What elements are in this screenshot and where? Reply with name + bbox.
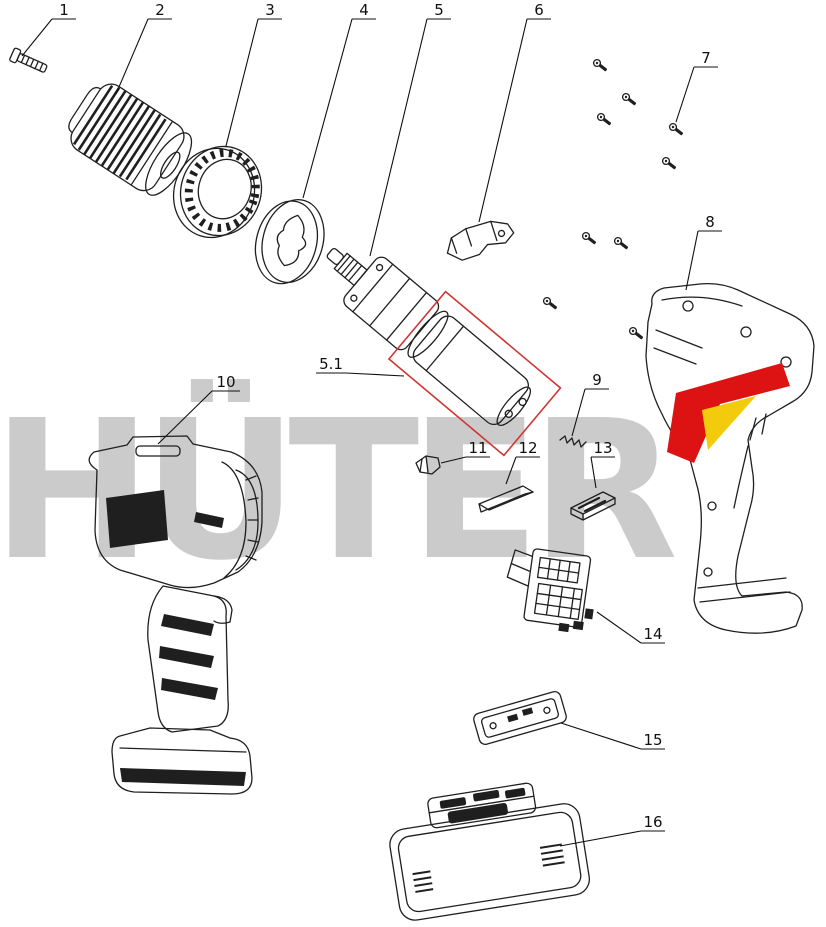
part-7-screws-drawing xyxy=(542,58,684,340)
part-15-cover-plate-drawing xyxy=(473,690,567,746)
logo-red-shape xyxy=(667,363,790,463)
part-labels: 1 2 3 4 5 6 7 8 9 10 5.1 11 12 13 14 15 … xyxy=(59,1,715,831)
part-label-12: 12 xyxy=(518,439,537,457)
part-label-5-1: 5.1 xyxy=(319,355,343,373)
part-6-bracket-drawing xyxy=(446,220,515,261)
logo-yellow-shape xyxy=(702,396,756,450)
part-10-drill-body-drawing xyxy=(88,435,263,795)
part-5-1-highlight-box xyxy=(387,290,562,457)
part-8-housing-half-drawing xyxy=(645,282,815,634)
part-11-clip-drawing xyxy=(415,455,441,475)
part-2-chuck-drawing xyxy=(68,83,193,196)
part-label-7: 7 xyxy=(701,49,711,67)
part-label-3: 3 xyxy=(265,1,275,19)
part-13-block-drawing xyxy=(570,491,616,521)
part-label-1: 1 xyxy=(59,1,69,19)
part-label-9: 9 xyxy=(592,371,602,389)
part-label-14: 14 xyxy=(643,625,662,643)
part-16-battery-drawing xyxy=(389,782,590,921)
part-label-16: 16 xyxy=(643,813,662,831)
part-1-screw-drawing xyxy=(9,47,48,73)
part-label-13: 13 xyxy=(593,439,612,457)
leader-lines xyxy=(21,18,722,847)
part-label-6: 6 xyxy=(534,1,544,19)
part-9-spring-drawing xyxy=(559,435,587,448)
part-4-ring-drawing xyxy=(254,199,325,285)
part-label-10: 10 xyxy=(216,373,235,391)
watermark-text: HÜTER xyxy=(0,378,674,603)
huter-logo-mark xyxy=(667,363,790,463)
part-3-ring-gear-drawing xyxy=(172,145,263,239)
part-12-plate-drawing xyxy=(478,485,534,513)
part-label-8: 8 xyxy=(705,213,715,231)
part-label-15: 15 xyxy=(643,731,662,749)
part-5-gearbox-motor-drawing xyxy=(326,247,562,457)
part-label-4: 4 xyxy=(359,1,369,19)
part-label-11: 11 xyxy=(468,439,487,457)
part-14-switch-drawing xyxy=(506,548,594,633)
part-label-5: 5 xyxy=(434,1,444,19)
part-label-2: 2 xyxy=(155,1,165,19)
